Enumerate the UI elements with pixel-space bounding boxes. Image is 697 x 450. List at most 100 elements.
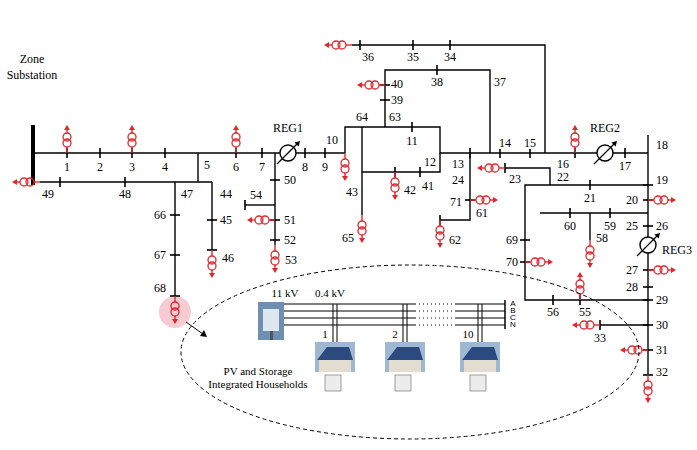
load-stem <box>66 147 67 153</box>
load-arrow-head <box>172 319 178 324</box>
bus-bar <box>465 199 475 201</box>
bus-bar <box>261 148 263 158</box>
phase-line <box>455 303 505 304</box>
load-arrow-head <box>359 238 365 243</box>
load-stem <box>211 250 212 256</box>
load-stem <box>648 199 654 200</box>
load-arrow-head <box>572 125 578 130</box>
transformer-circle <box>365 81 373 89</box>
bus-number: 34 <box>443 51 457 63</box>
bus-bar <box>469 148 471 158</box>
bus-number: 52 <box>283 234 297 246</box>
phase-line-dotted <box>415 324 455 325</box>
transformer-circle <box>332 41 340 49</box>
load-symbol <box>12 178 40 186</box>
load-symbol <box>644 375 652 403</box>
bus-bar <box>589 180 591 190</box>
bus-bar <box>164 148 166 158</box>
bus-number: 48 <box>118 188 132 200</box>
load-arrow-head <box>493 197 498 203</box>
bus-number: 7 <box>258 161 266 173</box>
bus-number: 39 <box>390 94 404 106</box>
pv-panel <box>462 347 498 360</box>
regulator-label: REG3 <box>661 244 693 256</box>
load-arrow-head <box>577 272 583 277</box>
transformer-circle <box>482 196 490 204</box>
bus-bar <box>643 199 653 201</box>
household-number: 10 <box>463 328 474 340</box>
load-symbol <box>620 346 648 354</box>
load-symbol <box>436 220 444 248</box>
bus-number: 54 <box>249 189 263 201</box>
leader-head <box>200 330 207 337</box>
bus-bar <box>569 208 571 218</box>
substation-label: Zone Substation <box>0 52 64 83</box>
bus-number: 11 <box>405 135 419 147</box>
inset-caption: PV and Storage Integrated Households <box>202 365 314 390</box>
pole-transformer-photo <box>258 302 284 340</box>
service-drop <box>403 304 404 342</box>
feeder-line <box>352 45 545 153</box>
bus-bar <box>59 177 61 187</box>
load-symbol <box>247 216 275 224</box>
load-stem <box>131 147 132 153</box>
load-symbol <box>357 81 385 89</box>
house-photo <box>385 342 425 372</box>
transformer-circle <box>628 346 636 354</box>
leader-line <box>186 322 203 334</box>
bus-number: 38 <box>430 76 444 88</box>
bus-number: 61 <box>475 207 489 219</box>
bus-bar <box>411 122 413 132</box>
bus-number: 42 <box>403 184 417 196</box>
transformer-circle <box>20 178 28 186</box>
phase-line <box>284 303 415 304</box>
load-stem <box>394 172 395 178</box>
phase-line <box>284 317 415 318</box>
load-arrow-head <box>324 42 329 48</box>
transformer-circle <box>586 252 594 260</box>
bus-number: 46 <box>221 252 235 264</box>
bus-bar <box>124 177 126 187</box>
bus-number: 2 <box>96 161 104 173</box>
bus-bar <box>270 219 280 221</box>
bus-end-bar <box>504 300 506 329</box>
substation-bar <box>31 125 35 185</box>
load-stem <box>274 245 275 251</box>
transformer-circle <box>436 232 444 240</box>
bus-number: 45 <box>219 214 233 226</box>
inset-drawing <box>258 300 505 391</box>
service-drop <box>478 304 479 342</box>
load-symbol <box>271 245 279 273</box>
phase-line <box>284 324 415 325</box>
bus-bar <box>436 65 438 75</box>
feeder-line <box>40 181 212 182</box>
bus-number: 26 <box>655 220 669 232</box>
load-arrow-head <box>477 165 482 171</box>
load-symbol <box>571 125 579 153</box>
bus-bar <box>520 261 530 263</box>
bus-number: 59 <box>603 220 617 232</box>
storage-battery <box>470 375 486 391</box>
highlight-circle <box>159 296 191 328</box>
bus-bar <box>643 269 653 271</box>
bus-number: 15 <box>523 137 537 149</box>
load-arrow-head <box>12 179 17 185</box>
bus-number: 21 <box>583 192 597 204</box>
service-drop <box>482 304 483 342</box>
load-arrow-head <box>671 197 676 203</box>
bus-bar <box>244 200 246 210</box>
feeder-line <box>197 153 198 182</box>
bus-bar <box>643 184 653 186</box>
load-arrow-head <box>129 125 135 130</box>
phase-line <box>284 310 415 311</box>
transformer-circle <box>232 133 240 141</box>
bus-number: 17 <box>618 160 632 172</box>
load-stem <box>235 147 236 153</box>
load-stem <box>642 349 648 350</box>
bus-bar <box>207 219 217 221</box>
bus-number: 30 <box>655 319 669 331</box>
bus-number: 64 <box>355 111 369 123</box>
load-stem <box>594 324 600 325</box>
bus-bar <box>552 295 554 305</box>
